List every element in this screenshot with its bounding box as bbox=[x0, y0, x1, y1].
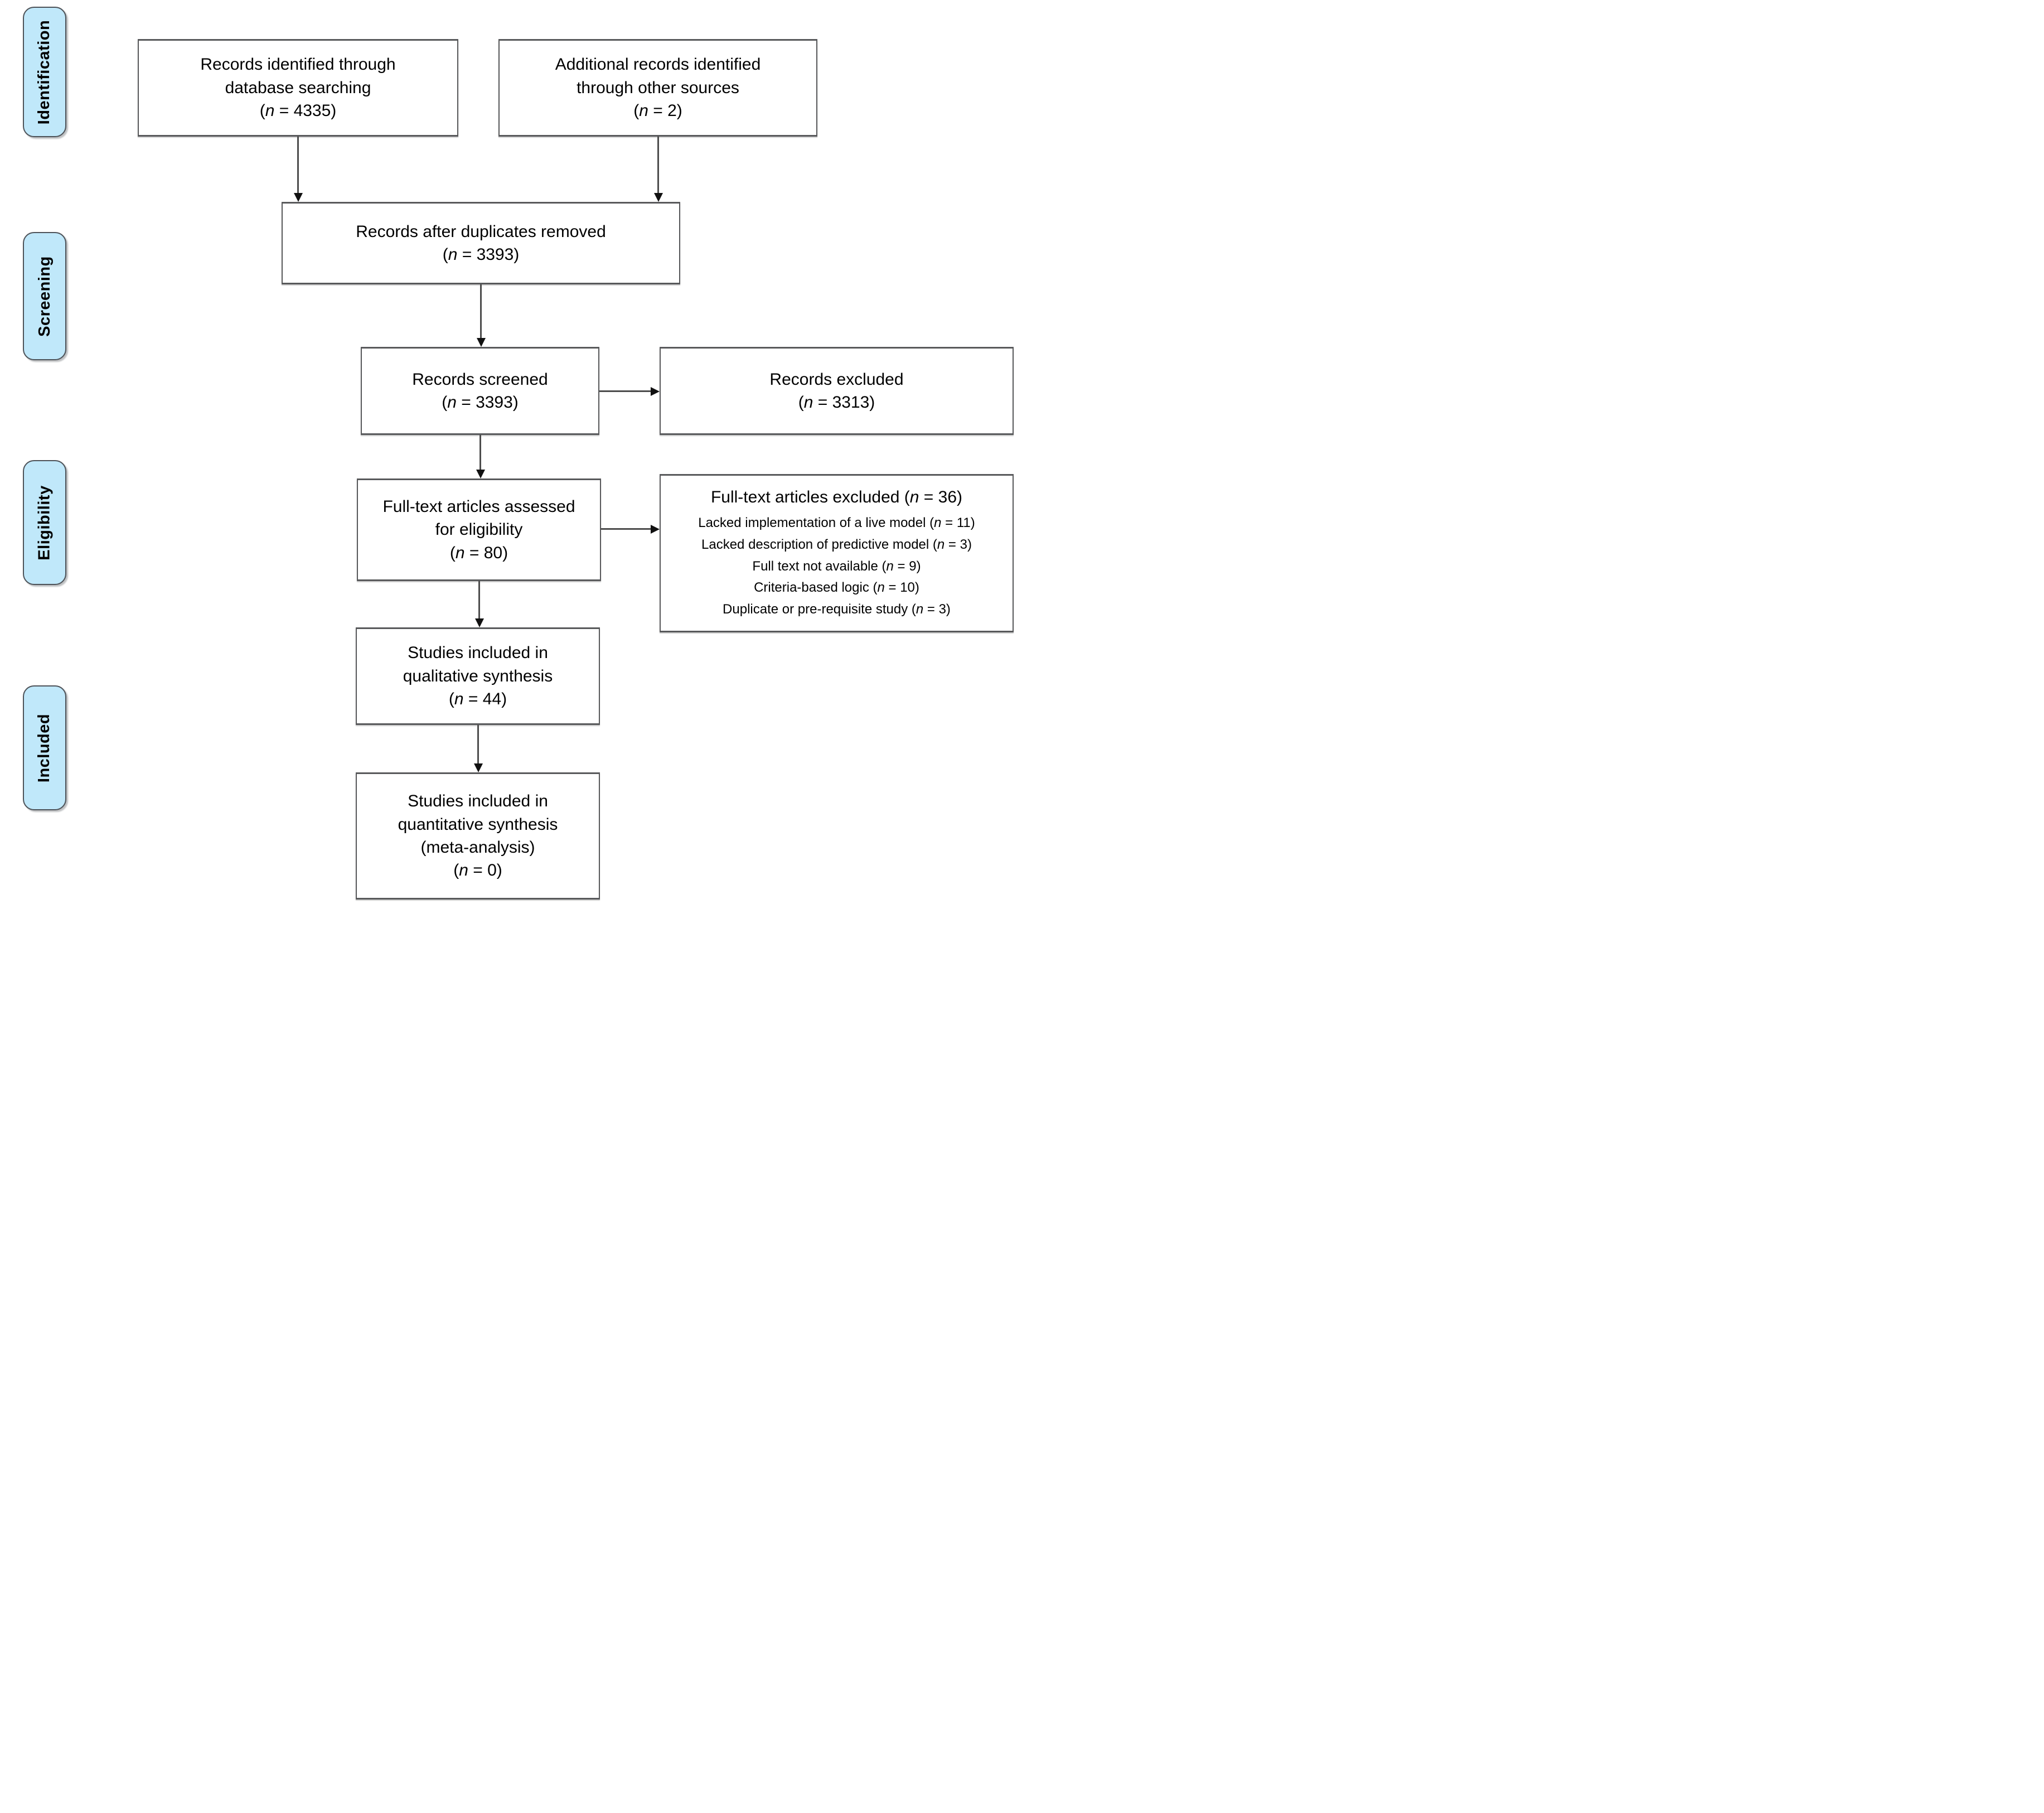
arrow-deduplicated-to-screened bbox=[476, 284, 486, 347]
box-records-excluded: Records excluded (n = 3313) bbox=[660, 347, 1014, 435]
box-qualitative-synthesis-count: (n = 44) bbox=[448, 690, 507, 709]
box-records-screened: Records screened (n = 3393) bbox=[361, 347, 599, 435]
prisma-flow-diagram: Identification Screening Eligibility Inc… bbox=[0, 0, 1022, 907]
box-qualitative-synthesis-label: Studies included in qualitative synthesi… bbox=[403, 644, 553, 685]
arrow-qualitative-to-quantitative bbox=[473, 725, 483, 772]
arrow-fulltext-to-excluded bbox=[601, 524, 660, 534]
box-records-screened-count: (n = 3393) bbox=[442, 393, 519, 412]
box-fulltext-assessed-label: Full-text articles assessed for eligibil… bbox=[382, 497, 575, 539]
phase-label-screening-text: Screening bbox=[35, 255, 54, 337]
exclusion-reason-predictive-model: Lacked description of predictive model (… bbox=[701, 536, 972, 552]
phase-label-included: Included bbox=[23, 685, 66, 810]
box-records-identified: Records identified through database sear… bbox=[138, 39, 458, 137]
phase-label-identification-text: Identification bbox=[35, 20, 54, 124]
arrow-additional-to-deduplicated bbox=[653, 137, 663, 202]
phase-label-identification: Identification bbox=[23, 7, 66, 137]
box-additional-records: Additional records identified through ot… bbox=[498, 39, 817, 137]
arrow-fulltext-to-qualitative bbox=[474, 581, 484, 627]
exclusion-reason-duplicate-study: Duplicate or pre-requisite study (n = 3) bbox=[723, 602, 951, 617]
exclusion-reason-criteria-logic: Criteria-based logic (n = 10) bbox=[754, 580, 919, 596]
box-additional-records-label: Additional records identified through ot… bbox=[555, 55, 761, 97]
box-fulltext-excluded: Full-text articles excluded (n = 36) Lac… bbox=[660, 474, 1014, 632]
box-records-excluded-label: Records excluded bbox=[769, 370, 904, 389]
phase-label-eligibility-text: Eligibility bbox=[35, 485, 54, 560]
box-qualitative-synthesis: Studies included in qualitative synthesi… bbox=[356, 627, 600, 725]
arrow-screened-to-excluded bbox=[599, 386, 660, 396]
phase-label-eligibility: Eligibility bbox=[23, 460, 66, 585]
box-fulltext-excluded-heading: Full-text articles excluded (n = 36) bbox=[710, 487, 963, 506]
box-quantitative-synthesis-count: (n = 0) bbox=[453, 861, 502, 880]
box-additional-records-count: (n = 2) bbox=[633, 101, 682, 120]
box-records-identified-label: Records identified through database sear… bbox=[200, 55, 396, 97]
phase-label-screening: Screening bbox=[23, 232, 66, 360]
box-duplicates-removed-count: (n = 3393) bbox=[442, 245, 520, 264]
phase-label-included-text: Included bbox=[35, 713, 54, 782]
box-fulltext-assessed: Full-text articles assessed for eligibil… bbox=[357, 478, 601, 581]
box-records-screened-label: Records screened bbox=[412, 370, 548, 389]
box-quantitative-synthesis-label: Studies included in quantitative synthes… bbox=[398, 792, 558, 857]
box-duplicates-removed-label: Records after duplicates removed bbox=[356, 222, 606, 241]
arrow-identified-to-deduplicated bbox=[293, 137, 303, 202]
box-records-excluded-count: (n = 3313) bbox=[798, 393, 875, 412]
exclusion-reason-live-model: Lacked implementation of a live model (n… bbox=[698, 515, 975, 530]
box-duplicates-removed: Records after duplicates removed (n = 33… bbox=[282, 202, 680, 284]
arrow-screened-to-fulltext bbox=[476, 435, 485, 478]
box-records-identified-count: (n = 4335) bbox=[259, 101, 337, 120]
exclusion-reason-no-fulltext: Full text not available (n = 9) bbox=[752, 558, 921, 574]
box-fulltext-assessed-count: (n = 80) bbox=[449, 543, 508, 562]
box-quantitative-synthesis: Studies included in quantitative synthes… bbox=[356, 772, 600, 900]
